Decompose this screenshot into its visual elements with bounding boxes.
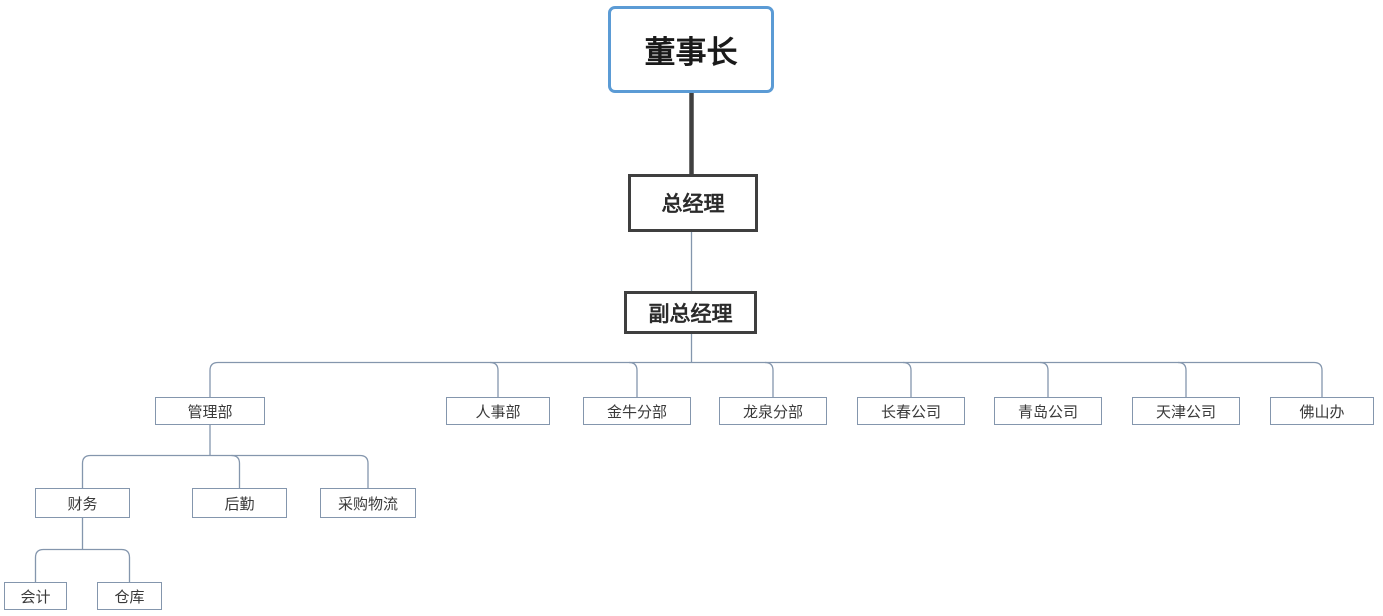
node-chairman[interactable]: 董事长 xyxy=(608,6,774,93)
node-company-changchun[interactable]: 长春公司 xyxy=(857,397,965,425)
node-company-tianjin[interactable]: 天津公司 xyxy=(1132,397,1240,425)
node-branch-longquan[interactable]: 龙泉分部 xyxy=(719,397,827,425)
node-procurement-logistics[interactable]: 采购物流 xyxy=(320,488,416,518)
node-finance[interactable]: 财务 xyxy=(35,488,130,518)
node-logistics[interactable]: 后勤 xyxy=(192,488,287,518)
node-office-foshan[interactable]: 佛山办 xyxy=(1270,397,1374,425)
node-deputy-general-manager[interactable]: 副总经理 xyxy=(624,291,757,334)
rail-level3 xyxy=(34,548,131,582)
rail-level1 xyxy=(209,361,1323,397)
node-warehouse[interactable]: 仓库 xyxy=(97,582,162,610)
node-company-qingdao[interactable]: 青岛公司 xyxy=(994,397,1102,425)
node-branch-jinniu[interactable]: 金牛分部 xyxy=(583,397,691,425)
node-general-manager[interactable]: 总经理 xyxy=(628,174,758,232)
rail-level2 xyxy=(81,454,369,488)
node-accounting[interactable]: 会计 xyxy=(4,582,67,610)
node-dept-management[interactable]: 管理部 xyxy=(155,397,265,425)
node-dept-hr[interactable]: 人事部 xyxy=(446,397,550,425)
